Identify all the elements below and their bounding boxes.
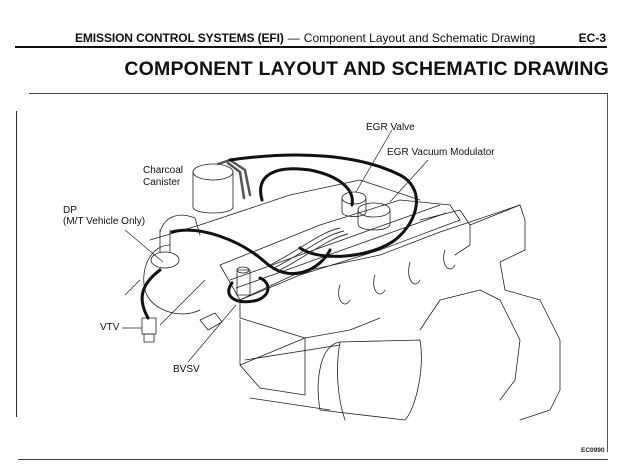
- air-cleaner-left: [244, 344, 341, 411]
- leader-egr-valve: [355, 129, 393, 193]
- bvsv-body: [236, 269, 251, 296]
- dp-diaphragm: [150, 251, 180, 269]
- label-bvsv: BVSV: [173, 364, 200, 375]
- vtv-body: [141, 317, 157, 335]
- page-title: COMPONENT LAYOUT AND SCHEMATIC DRAWING: [124, 58, 609, 80]
- charcoal-canister-body: [192, 171, 234, 214]
- vacuum-hose-inner: [259, 167, 354, 207]
- oil-pan: [239, 317, 381, 396]
- throttle-body: [159, 214, 201, 236]
- subsection-title: Component Layout and Schematic Drawing: [303, 31, 536, 45]
- valve-cover: [219, 199, 461, 301]
- page-number: EC-3: [578, 31, 606, 45]
- vacuum-hose-loop: [228, 153, 418, 258]
- vacuum-hose-bvsv: [227, 276, 270, 304]
- leader-egr-modulator: [389, 159, 429, 203]
- engine-block: [239, 204, 561, 421]
- manifold-runners: [338, 249, 456, 305]
- valve-cover-ribs: [229, 204, 447, 289]
- figure-frame-left: [16, 111, 17, 417]
- vacuum-hose-dp: [170, 228, 332, 275]
- label-egr-vacuum-modulator: EGR Vacuum Modulator: [387, 147, 495, 158]
- figure-frame-top: [29, 93, 608, 94]
- charcoal-canister-top: [192, 163, 234, 181]
- label-charcoal-canister-line2: Canister: [143, 177, 181, 188]
- label-vtv: VTV: [100, 322, 120, 333]
- air-cleaner: [317, 339, 422, 421]
- label-dp-line1: DP: [63, 205, 77, 216]
- leader-dp: [124, 229, 164, 263]
- egr-vacuum-modulator: [357, 202, 391, 218]
- header-rule: [15, 46, 607, 48]
- label-dp-line2: (M/T Vehicle Only): [63, 216, 146, 227]
- pulley: [143, 244, 201, 315]
- air-duct: [419, 289, 521, 401]
- leader-bvsv: [187, 304, 237, 363]
- canister-hoses: [216, 158, 252, 200]
- hose-bundle: [269, 227, 349, 272]
- figure-code: EC0990: [581, 447, 605, 454]
- header-separator: —: [287, 31, 300, 45]
- running-head: EMISSION CONTROL SYSTEMS (EFI)—Component…: [75, 31, 606, 45]
- intake-manifold: [419, 204, 521, 256]
- figure-frame-bottom: [18, 459, 608, 460]
- label-egr-valve: EGR Valve: [366, 122, 415, 133]
- egr-valve: [341, 191, 367, 205]
- figure-frame-right: [607, 93, 608, 452]
- section-title: EMISSION CONTROL SYSTEMS (EFI): [75, 31, 284, 45]
- vacuum-hose-vtv: [140, 268, 162, 320]
- label-charcoal-canister-line1: Charcoal: [143, 165, 184, 176]
